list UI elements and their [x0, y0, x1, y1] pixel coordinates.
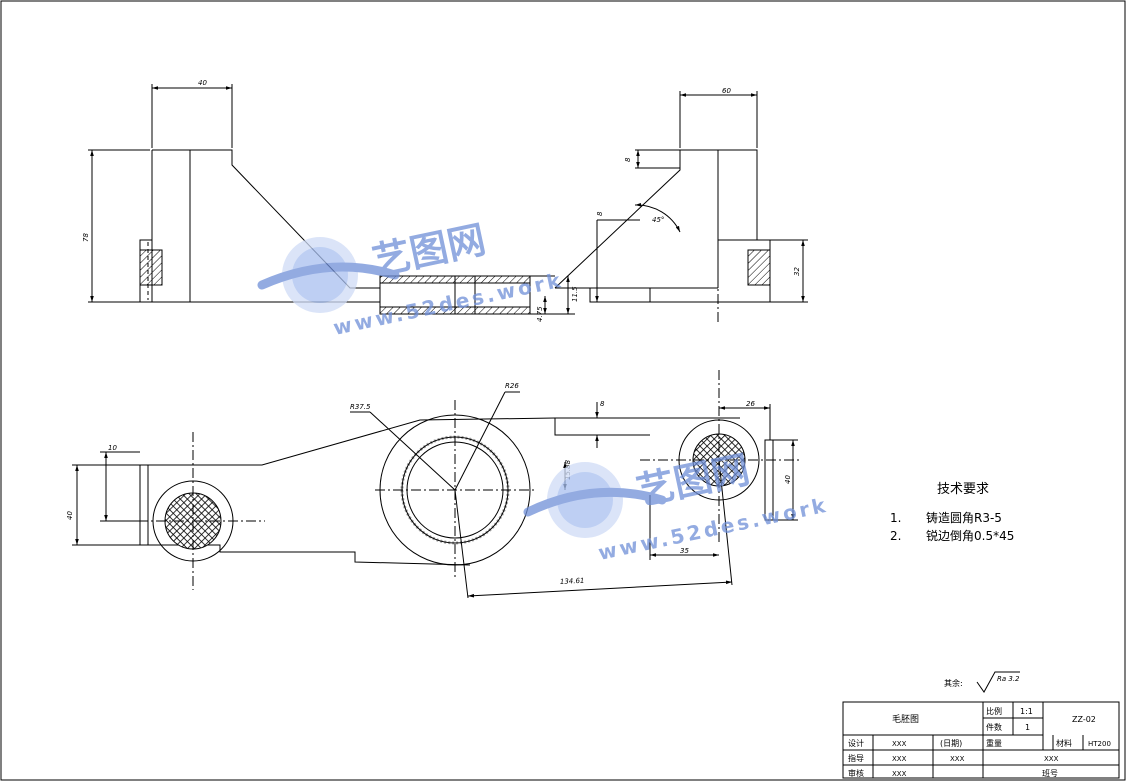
title-block — [842, 701, 1120, 779]
dim-offset-left: 10 — [108, 444, 117, 452]
surface-finish-symbol — [976, 671, 1020, 693]
dim-width-right-top: 26 — [746, 400, 755, 408]
tb-drawing-name: 毛胚图 — [892, 713, 919, 725]
dim-rib-thick: 8 — [624, 157, 632, 162]
tb-weight-label: 重量 — [986, 738, 1002, 748]
surface-finish-value: Ra 3.2 — [997, 675, 1020, 683]
tb-review-label: 审核 — [848, 768, 864, 778]
tb-qty-value: 1 — [1025, 723, 1030, 732]
watermark-brand-2: 艺图网 — [633, 447, 754, 514]
tb-school-value: XXX — [1044, 755, 1059, 763]
watermark-url-2: www.52des.work — [596, 493, 830, 565]
tech-req-title: 技术要求 — [937, 482, 989, 497]
dim-boss-height-right: 32 — [793, 267, 801, 276]
tb-material-value: HT200 — [1088, 740, 1111, 748]
dim-bore-offset: 11.5 — [571, 286, 579, 302]
dim-distance-35: 35 — [680, 547, 689, 555]
tb-review-value: XXX — [892, 770, 907, 778]
front-view — [88, 84, 808, 325]
tb-guide-value: XXX — [892, 755, 907, 763]
dim-radius-outer: R37.5 — [350, 403, 371, 411]
tb-scale-label: 比例 — [986, 706, 1002, 716]
tb-design-value: XXX — [892, 740, 907, 748]
watermark-brand: 艺图网 — [369, 217, 490, 284]
tech-req-item-1: 铸造圆角R3-5 — [926, 510, 1002, 525]
watermark-2: 艺图网 www.52des.work — [523, 447, 830, 565]
tech-req-num-1: 1. — [890, 511, 901, 525]
dim-height-right-top: 40 — [784, 475, 792, 484]
tb-class-label: 班号 — [1042, 768, 1058, 778]
tb-date-label: (日期) — [940, 739, 962, 748]
surface-finish-label: 其余: — [944, 678, 963, 688]
tech-req-item-2: 锐边倒角0.5*45 — [926, 529, 1014, 543]
dim-height-left: 78 — [82, 233, 90, 242]
dim-web-thick: 8 — [596, 211, 604, 216]
dim-wall-thick: 4.75 — [536, 306, 544, 322]
dim-angle: 45° — [652, 216, 664, 224]
tb-drawing-no: ZZ-02 — [1072, 715, 1096, 724]
top-view — [72, 370, 800, 599]
tb-design-label: 设计 — [848, 738, 864, 748]
tb-qty-label: 件数 — [986, 722, 1002, 732]
tb-scale-value: 1:1 — [1020, 707, 1033, 716]
dim-depth: 8 — [600, 400, 605, 408]
dim-width-right: 60 — [722, 87, 731, 95]
tech-req-num-2: 2. — [890, 529, 901, 543]
tb-guide-value-2: XXX — [950, 755, 965, 763]
tb-material-label: 材料 — [1056, 738, 1072, 748]
tb-guide-label: 指导 — [848, 753, 864, 763]
dim-center-distance: 134.61 — [560, 577, 585, 586]
dim-width-left: 40 — [198, 79, 207, 87]
dim-radius-inner: R26 — [505, 382, 519, 390]
dim-height-left-top: 40 — [66, 511, 74, 520]
